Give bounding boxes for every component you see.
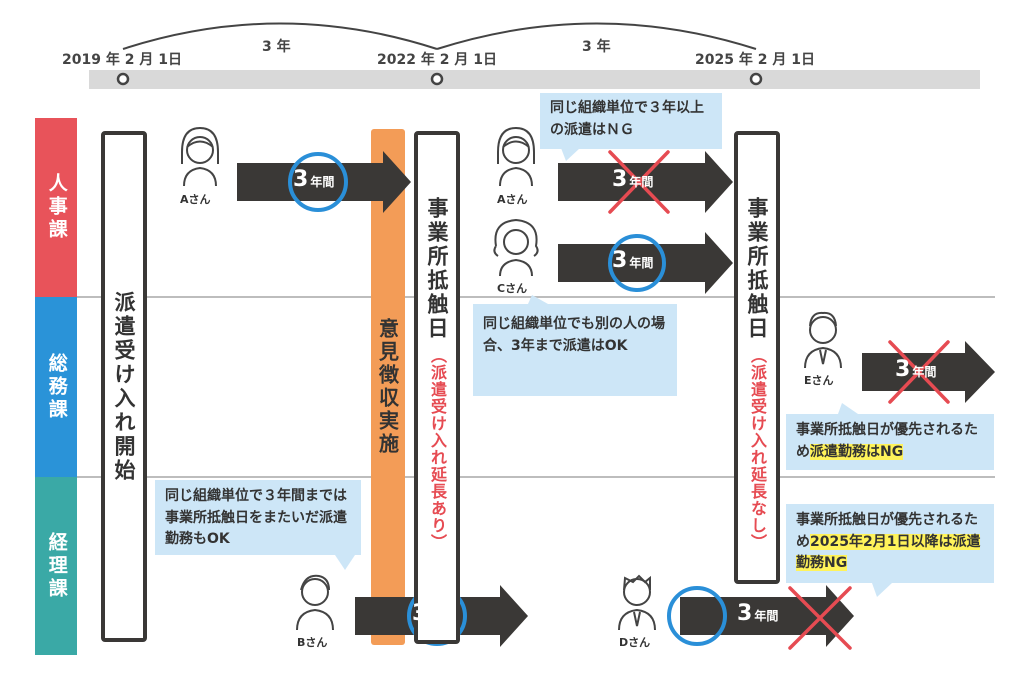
arrow-label-d-unit: 年間 — [754, 609, 779, 623]
callout-e-ng-highlight: 派遣勤務はNG — [810, 443, 904, 460]
column-dispatch-start-label: 派遣受け入れ開始 — [112, 290, 136, 483]
person-icon-b — [296, 574, 334, 631]
person-name-b: Bさん — [297, 636, 328, 649]
arrow-label-c-unit: 年間 — [629, 256, 654, 270]
duration-arc-1 — [122, 22, 438, 50]
conflict1-title: 事業所抵触日 — [425, 197, 449, 341]
arrow-a1 — [237, 151, 411, 213]
arrow-label-a1-unit: 年間 — [310, 175, 335, 189]
callout-tail-1 — [561, 148, 580, 161]
opinion-column-label: 意見徴収実施 — [375, 318, 400, 456]
conflict1-subtitle: （派遣受け入れ延長あり） — [428, 347, 447, 551]
person-icon-a2 — [497, 126, 535, 187]
circle-a1 — [288, 152, 348, 212]
callout-d-ng-highlight: 2025年2月1日以降は派遣勤務NG — [796, 533, 981, 572]
person-name-e: Eさん — [804, 374, 834, 387]
dept-hr: 人事課 — [35, 118, 77, 297]
person-icon-a1 — [181, 126, 219, 187]
arrow-label-b-num: 3 — [412, 601, 428, 626]
arrow-label-d: 3 年間 — [737, 601, 778, 626]
dept-general-affairs: 総務課 — [35, 297, 77, 477]
arrow-label-b-unit: 年間 — [429, 609, 454, 623]
dept-acc-label: 経理課 — [45, 531, 68, 601]
circle-d — [667, 586, 727, 646]
callout-tail-2 — [528, 295, 548, 304]
arrow-d — [680, 585, 854, 647]
arrow-label-e-unit: 年間 — [912, 365, 937, 379]
arrow-label-c-num: 3 — [612, 248, 628, 273]
arrow-label-a2-num: 3 — [612, 167, 628, 192]
arrow-label-a1: 3 年間 — [293, 167, 334, 192]
arrow-a2 — [558, 151, 733, 213]
duration-label-1: 3 年 — [262, 39, 291, 55]
column-conflict-date-extended: 事業所抵触日 （派遣受け入れ延長あり） — [414, 131, 460, 644]
callout-same-unit-ng: 同じ組織単位で３年以上の派遣はＮＧ — [540, 93, 722, 149]
conflict2-title: 事業所抵触日 — [745, 197, 769, 341]
date-2019: 2019 年 2 月 1日 — [62, 52, 182, 68]
person-name-a2: Aさん — [497, 193, 528, 206]
date-2022: 2022 年 2 月 1日 — [377, 52, 497, 68]
cross-icon-e — [888, 340, 950, 404]
callout-tail-5 — [872, 583, 892, 597]
cross-icon-d — [788, 586, 852, 650]
circle-c — [608, 234, 666, 292]
duration-arc-2 — [436, 22, 757, 50]
person-icon-e — [804, 311, 842, 369]
arrow-label-a1-num: 3 — [293, 167, 309, 192]
opinion-bar — [371, 129, 405, 645]
timeline-marker-2019 — [116, 72, 130, 86]
timeline-bar — [89, 70, 980, 89]
callout-different-person-ok-text: 同じ組織単位でも別の人の場合、3年まで派遣はOK — [483, 316, 665, 354]
person-name-c: Cさん — [497, 282, 528, 295]
callout-tail-3 — [838, 403, 858, 414]
cross-icon-a2 — [608, 150, 670, 214]
arrow-c — [558, 232, 733, 294]
column-dispatch-start: 派遣受け入れ開始 — [101, 131, 147, 642]
dept-hr-label: 人事課 — [45, 173, 68, 242]
callout-e-ng-text: 事業所抵触日が優先されるため — [796, 422, 978, 460]
callout-tail-4 — [335, 555, 355, 570]
arrow-label-d-num: 3 — [737, 601, 753, 626]
callout-d-ng: 事業所抵触日が優先されるため2025年2月1日以降は派遣勤務NG — [786, 504, 994, 583]
callout-different-person-ok: 同じ組織単位でも別の人の場合、3年まで派遣はOK — [473, 304, 677, 396]
dept-ga-label: 総務課 — [45, 352, 68, 422]
dept-accounting: 経理課 — [35, 477, 77, 655]
conflict2-subtitle: （派遣受け入れ延長なし） — [748, 347, 767, 551]
person-icon-c — [493, 218, 539, 277]
person-name-a1: Aさん — [180, 193, 211, 206]
person-name-d: Dさん — [619, 636, 651, 649]
arrow-label-e-num: 3 — [895, 357, 911, 382]
person-icon-d — [618, 574, 656, 631]
callout-e-ng: 事業所抵触日が優先されるため派遣勤務はNG — [786, 414, 994, 470]
arrow-label-c: 3 年間 — [612, 248, 653, 273]
timeline-marker-2025 — [749, 72, 763, 86]
duration-label-2: 3 年 — [582, 39, 611, 55]
timeline-marker-2022 — [430, 72, 444, 86]
opinion-column: 意見徴収実施 — [371, 129, 405, 645]
callout-b-ok: 同じ組織単位で３年間までは事業所抵触日をまたいだ派遣勤務もOK — [155, 480, 361, 555]
column-conflict-date-not-extended: 事業所抵触日 （派遣受け入れ延長なし） — [734, 131, 780, 584]
arrow-e — [862, 341, 995, 403]
arrow-label-e: 3 年間 — [895, 357, 936, 382]
callout-same-unit-ng-text: 同じ組織単位で３年以上の派遣はＮＧ — [550, 100, 704, 138]
callout-b-ok-text: 同じ組織単位で３年間までは事業所抵触日をまたいだ派遣勤務もOK — [165, 488, 347, 548]
arrow-label-a2-unit: 年間 — [629, 175, 654, 189]
arrow-label-a2: 3 年間 — [612, 167, 653, 192]
callout-d-ng-text: 事業所抵触日が優先されるため — [796, 512, 978, 550]
date-2025: 2025 年 2 月 1日 — [695, 52, 815, 68]
arrow-label-b: 3 年間 — [412, 601, 453, 626]
